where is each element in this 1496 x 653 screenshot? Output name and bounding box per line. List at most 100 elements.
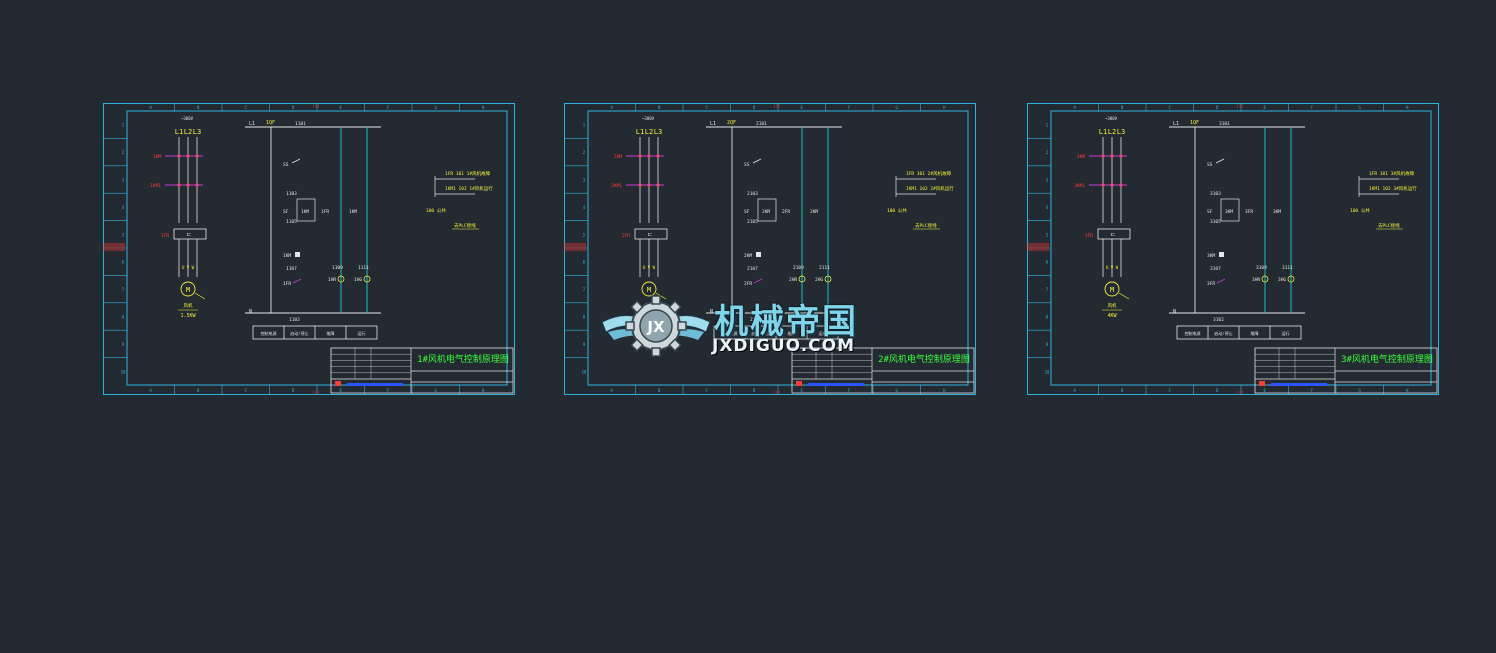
row-number: 1 (583, 123, 586, 128)
wire-number: 1103 (286, 191, 297, 197)
drawing-title: 3#风机电气控制原理图 (1341, 353, 1433, 365)
legend-cell: 故障 (327, 330, 335, 336)
stop-button-label: SS (283, 162, 289, 168)
power-device-label: 2KM1 (611, 183, 622, 189)
column-letter-top: G (435, 105, 438, 110)
phase-label: L2 (184, 128, 192, 136)
row-number: 6 (122, 260, 125, 265)
column-letter-top: A (611, 105, 614, 110)
phase-label: L3 (1117, 128, 1125, 136)
power-device-label: 1KM1 (150, 183, 161, 189)
run-lamp-icon (824, 275, 832, 283)
contact-terminal (195, 154, 199, 158)
contact-terminal (638, 154, 642, 158)
column-letter-top: G (1359, 105, 1362, 110)
column-letter-bottom: B (1121, 388, 1124, 393)
column-letter-bottom: A (611, 388, 614, 393)
drawing-title: 1#风机电气控制原理图 (417, 353, 509, 365)
wire-number: 1105 (286, 219, 297, 225)
drawing-sheet-1: AABBCCDDEEFFGGHH12345678910||||||~380VL1… (103, 103, 515, 395)
overload-contact (753, 278, 763, 284)
column-letter-bottom: F (387, 388, 390, 393)
plc-output: 1FR 101 2#风机故障 (906, 170, 952, 177)
fault-lamp-icon (337, 275, 345, 283)
column-letter-top: F (387, 105, 390, 110)
row-number: 5 (1046, 232, 1049, 237)
control-breaker-label: 1QF (266, 120, 275, 126)
motor-letter: M (186, 286, 190, 294)
start-hold-loop (296, 198, 316, 222)
contact-terminal (656, 154, 660, 158)
thermal-relay-label: 2FR (622, 233, 630, 239)
phase-label: L3 (193, 128, 201, 136)
row-number: 10 (582, 369, 587, 374)
plc-common: 100 公共 (1350, 207, 1370, 214)
title-block: 2#风机电气控制原理图 (791, 347, 975, 394)
overload-contact (1216, 278, 1226, 284)
wire-number: 2109 (793, 265, 804, 271)
column-letter-top: B (1121, 105, 1124, 110)
wire-number: 2111 (819, 265, 830, 271)
wire-number: 1101 (295, 121, 306, 127)
row-number: 8 (122, 315, 125, 320)
motor-letter: M (1110, 286, 1114, 294)
control-breaker-label: 2QF (727, 120, 736, 126)
plc-label: 去PLC接线 (454, 222, 476, 229)
sheet-outer-frame (103, 103, 515, 395)
column-letter-bottom: G (435, 388, 438, 393)
phase-label: L1 (1099, 128, 1107, 136)
thermal-relay-symbol: ㄷ (1110, 232, 1116, 239)
contact-terminal (647, 154, 651, 158)
wire-number: 1102 (289, 317, 300, 323)
supply-voltage: ~380V (642, 116, 655, 121)
column-letter-bottom: H (1406, 388, 1409, 393)
stop-button-label: SS (744, 162, 750, 168)
motor-terminals: U V W (643, 265, 656, 270)
start-button-label: SF (744, 209, 750, 215)
legend-cell: 运行 (358, 330, 366, 336)
column-letter-top: E (340, 105, 343, 110)
phase-label: L2 (645, 128, 653, 136)
center-mark-bottom: ||| (1236, 390, 1243, 395)
stop-button (291, 158, 301, 164)
column-letter-bottom: F (848, 388, 851, 393)
contact-terminal (647, 183, 651, 187)
row-number: 10 (1045, 369, 1050, 374)
row-number: 1 (122, 123, 125, 128)
legend-cell: 控制电源 (722, 330, 738, 336)
start-button-label: SF (283, 209, 289, 215)
power-device-label: 3KM1 (1074, 183, 1085, 189)
stop-button (1215, 158, 1225, 164)
company-name-bar (1271, 383, 1327, 386)
column-letter-bottom: G (896, 388, 899, 393)
center-mark-top: ||| (1236, 103, 1243, 108)
column-letter-bottom: B (197, 388, 200, 393)
overload-contact (292, 278, 302, 284)
legend-cell: 控制电源 (261, 330, 277, 336)
company-logo-icon (1259, 381, 1265, 386)
overload-contact-label: 3FR (1207, 281, 1215, 287)
wire-number: 3103 (1210, 191, 1221, 197)
phase-label: L1 (636, 128, 644, 136)
row-number: 7 (122, 287, 125, 292)
control-phase-label: L1 (1173, 121, 1179, 127)
column-letter-top: F (1311, 105, 1314, 110)
column-letter-top: H (1406, 105, 1409, 110)
supply-voltage: ~380V (1105, 116, 1118, 121)
column-letter-top: C (245, 105, 248, 110)
legend-cell: 启动/停止 (290, 330, 308, 336)
center-mark-top: ||| (312, 103, 319, 108)
control-phase-label: L1 (249, 121, 255, 127)
phase-label: L1 (175, 128, 183, 136)
contact-terminal (656, 183, 660, 187)
drawing-sheet-2: AABBCCDDEEFFGGHH12345678910||||||~380VL1… (564, 103, 976, 395)
row-number: 5 (122, 232, 125, 237)
row-number: 6 (583, 260, 586, 265)
motor-icon (180, 281, 196, 297)
column-letter-bottom: H (943, 388, 946, 393)
column-letter-top: A (1074, 105, 1077, 110)
thermal-relay (634, 228, 668, 240)
run-contact-label: 1KM (349, 209, 357, 215)
contactor-coil (1219, 252, 1224, 257)
row-number: 4 (122, 205, 125, 210)
